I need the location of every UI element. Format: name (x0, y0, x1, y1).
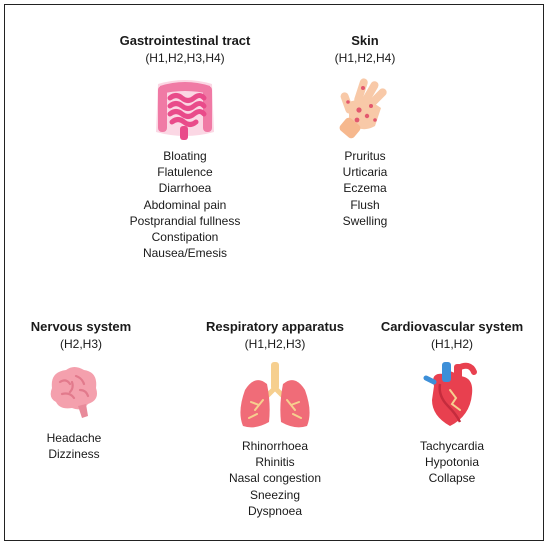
section-hypotheses: (H1,H2,H3) (244, 337, 306, 351)
symptom-item: Tachycardia (419, 439, 485, 453)
symptom-item: Diarrhoea (158, 181, 212, 196)
section-skin: Skin (H1,H2,H4) Pruritus Urticaria Eczem… (305, 33, 425, 229)
symptom-item: Constipation (151, 230, 219, 245)
brain-icon (50, 367, 97, 418)
symptom-item: Dizziness (48, 447, 100, 462)
symptom-list: Tachycardia Hypotonia Collapse (420, 438, 484, 487)
symptom-item: Collapse (428, 471, 476, 486)
section-hypotheses: (H2,H3) (59, 337, 102, 351)
symptom-item: Swelling (342, 213, 388, 228)
symptom-item: Postprandial fullness (129, 213, 241, 228)
symptom-item: Headache (46, 431, 102, 445)
section-title: Gastrointestinal tract (119, 33, 251, 48)
symptom-item: Rhinorrhoea (241, 439, 309, 453)
symptom-item: Sneezing (249, 487, 301, 502)
symptom-item: Eczema (343, 181, 387, 196)
section-title: Cardiovascular system (380, 319, 524, 334)
section-title: Respiratory apparatus (206, 319, 344, 334)
section-nervous: Nervous system (H2,H3) Headache Dizzines… (11, 319, 151, 462)
symptom-list: Rhinorrhoea Rhinitis Nasal congestion Sn… (229, 438, 321, 519)
section-gastrointestinal: Gastrointestinal tract (H1,H2,H3,H4) Blo… (85, 33, 285, 261)
symptom-list: Pruritus Urticaria Eczema Flush Swelling (343, 148, 388, 229)
section-hypotheses: (H1,H2) (430, 337, 473, 351)
symptom-item: Flatulence (157, 165, 213, 180)
symptom-item: Pruritus (344, 149, 386, 163)
section-title: Skin (351, 33, 379, 48)
section-hypotheses: (H1,H2,H3,H4) (145, 51, 225, 65)
diagram-frame: Gastrointestinal tract (H1,H2,H3,H4) Blo… (4, 4, 544, 541)
symptom-item: Dyspnoea (247, 503, 303, 518)
symptom-item: Nausea/Emesis (142, 246, 228, 261)
symptom-item: Urticaria (342, 165, 388, 180)
symptom-list: Bloating Flatulence Diarrhoea Abdominal … (130, 148, 241, 261)
section-respiratory: Respiratory apparatus (H1,H2,H3) Rhinorr… (195, 319, 355, 519)
intestine-icon (156, 80, 214, 140)
symptom-item: Hypotonia (424, 455, 480, 470)
symptom-list: Headache Dizziness (47, 430, 102, 462)
section-hypotheses: (H1,H2,H4) (334, 51, 396, 65)
rash-hand-icon (339, 78, 387, 139)
heart-icon (423, 362, 477, 426)
symptom-item: Abdominal pain (143, 197, 227, 212)
symptom-item: Flush (350, 197, 380, 212)
symptom-item: Bloating (163, 149, 207, 163)
symptom-item: Rhinitis (255, 455, 295, 470)
section-cardiovascular: Cardiovascular system (H1,H2) Tachycardi… (367, 319, 537, 487)
lungs-icon (240, 362, 310, 428)
section-title: Nervous system (30, 319, 132, 334)
symptom-item: Nasal congestion (228, 471, 322, 486)
